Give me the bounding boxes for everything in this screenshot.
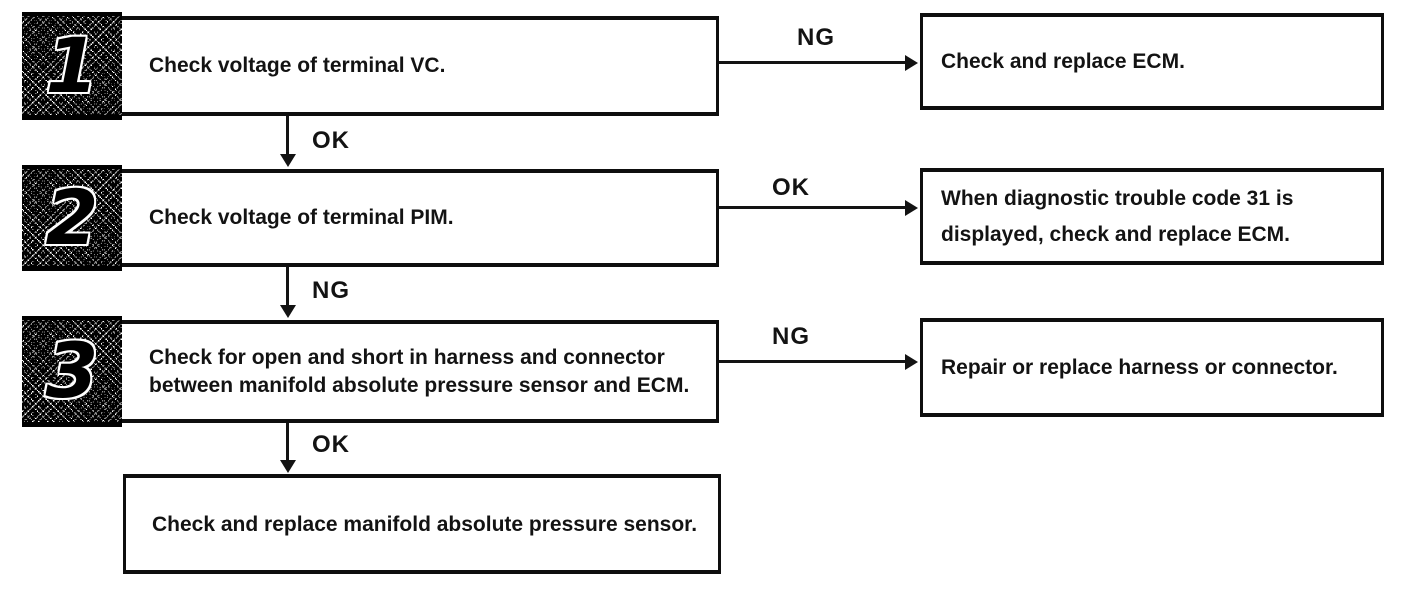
step-1-branch-arrow-label: NG xyxy=(797,24,835,51)
step-2-number: 2 xyxy=(45,172,99,262)
result-1-text: Check and replace ECM. xyxy=(941,49,1185,73)
step-3-number: 3 xyxy=(45,326,99,415)
step-3-box: 3 Check for open and short in harness an… xyxy=(22,316,719,427)
step-3-down-arrow-label: OK xyxy=(312,431,350,458)
step-1-text: Check voltage of terminal VC. xyxy=(149,54,446,77)
step-3-branch-arrow xyxy=(719,360,905,363)
final-text: Check and replace manifold absolute pres… xyxy=(152,512,698,536)
result-2-text: When diagnostic trouble code 31 is displ… xyxy=(941,186,1294,246)
step-2-branch-arrow-label: OK xyxy=(772,174,810,201)
step-2-down-arrow-label: NG xyxy=(312,277,350,304)
step-3-branch-arrow-label: NG xyxy=(772,323,810,350)
step-1-down-arrow xyxy=(286,116,289,154)
step-3-text: Check for open and short in harness and … xyxy=(149,345,690,397)
step-2-branch-arrow xyxy=(719,206,905,209)
step-2-text: Check voltage of terminal PIM. xyxy=(149,206,454,229)
step-1-branch-arrow xyxy=(719,61,905,64)
result-2-box: When diagnostic trouble code 31 is displ… xyxy=(920,168,1384,265)
step-1-number: 1 xyxy=(45,20,99,110)
final-box: Check and replace manifold absolute pres… xyxy=(123,474,721,574)
result-1-box: Check and replace ECM. xyxy=(920,13,1384,110)
step-3-down-arrow xyxy=(286,423,289,460)
step-2-number-badge: 2 xyxy=(22,165,122,271)
result-3-box: Repair or replace harness or connector. xyxy=(920,318,1384,417)
step-3-number-badge: 3 xyxy=(22,316,122,427)
result-3-text: Repair or replace harness or connector. xyxy=(941,355,1338,379)
step-2-box: 2 Check voltage of terminal PIM. xyxy=(22,165,719,271)
step-1-number-badge: 1 xyxy=(22,12,122,120)
step-1-down-arrow-label: OK xyxy=(312,127,350,154)
step-1-box: 1 Check voltage of terminal VC. xyxy=(22,12,719,120)
step-2-down-arrow xyxy=(286,267,289,305)
